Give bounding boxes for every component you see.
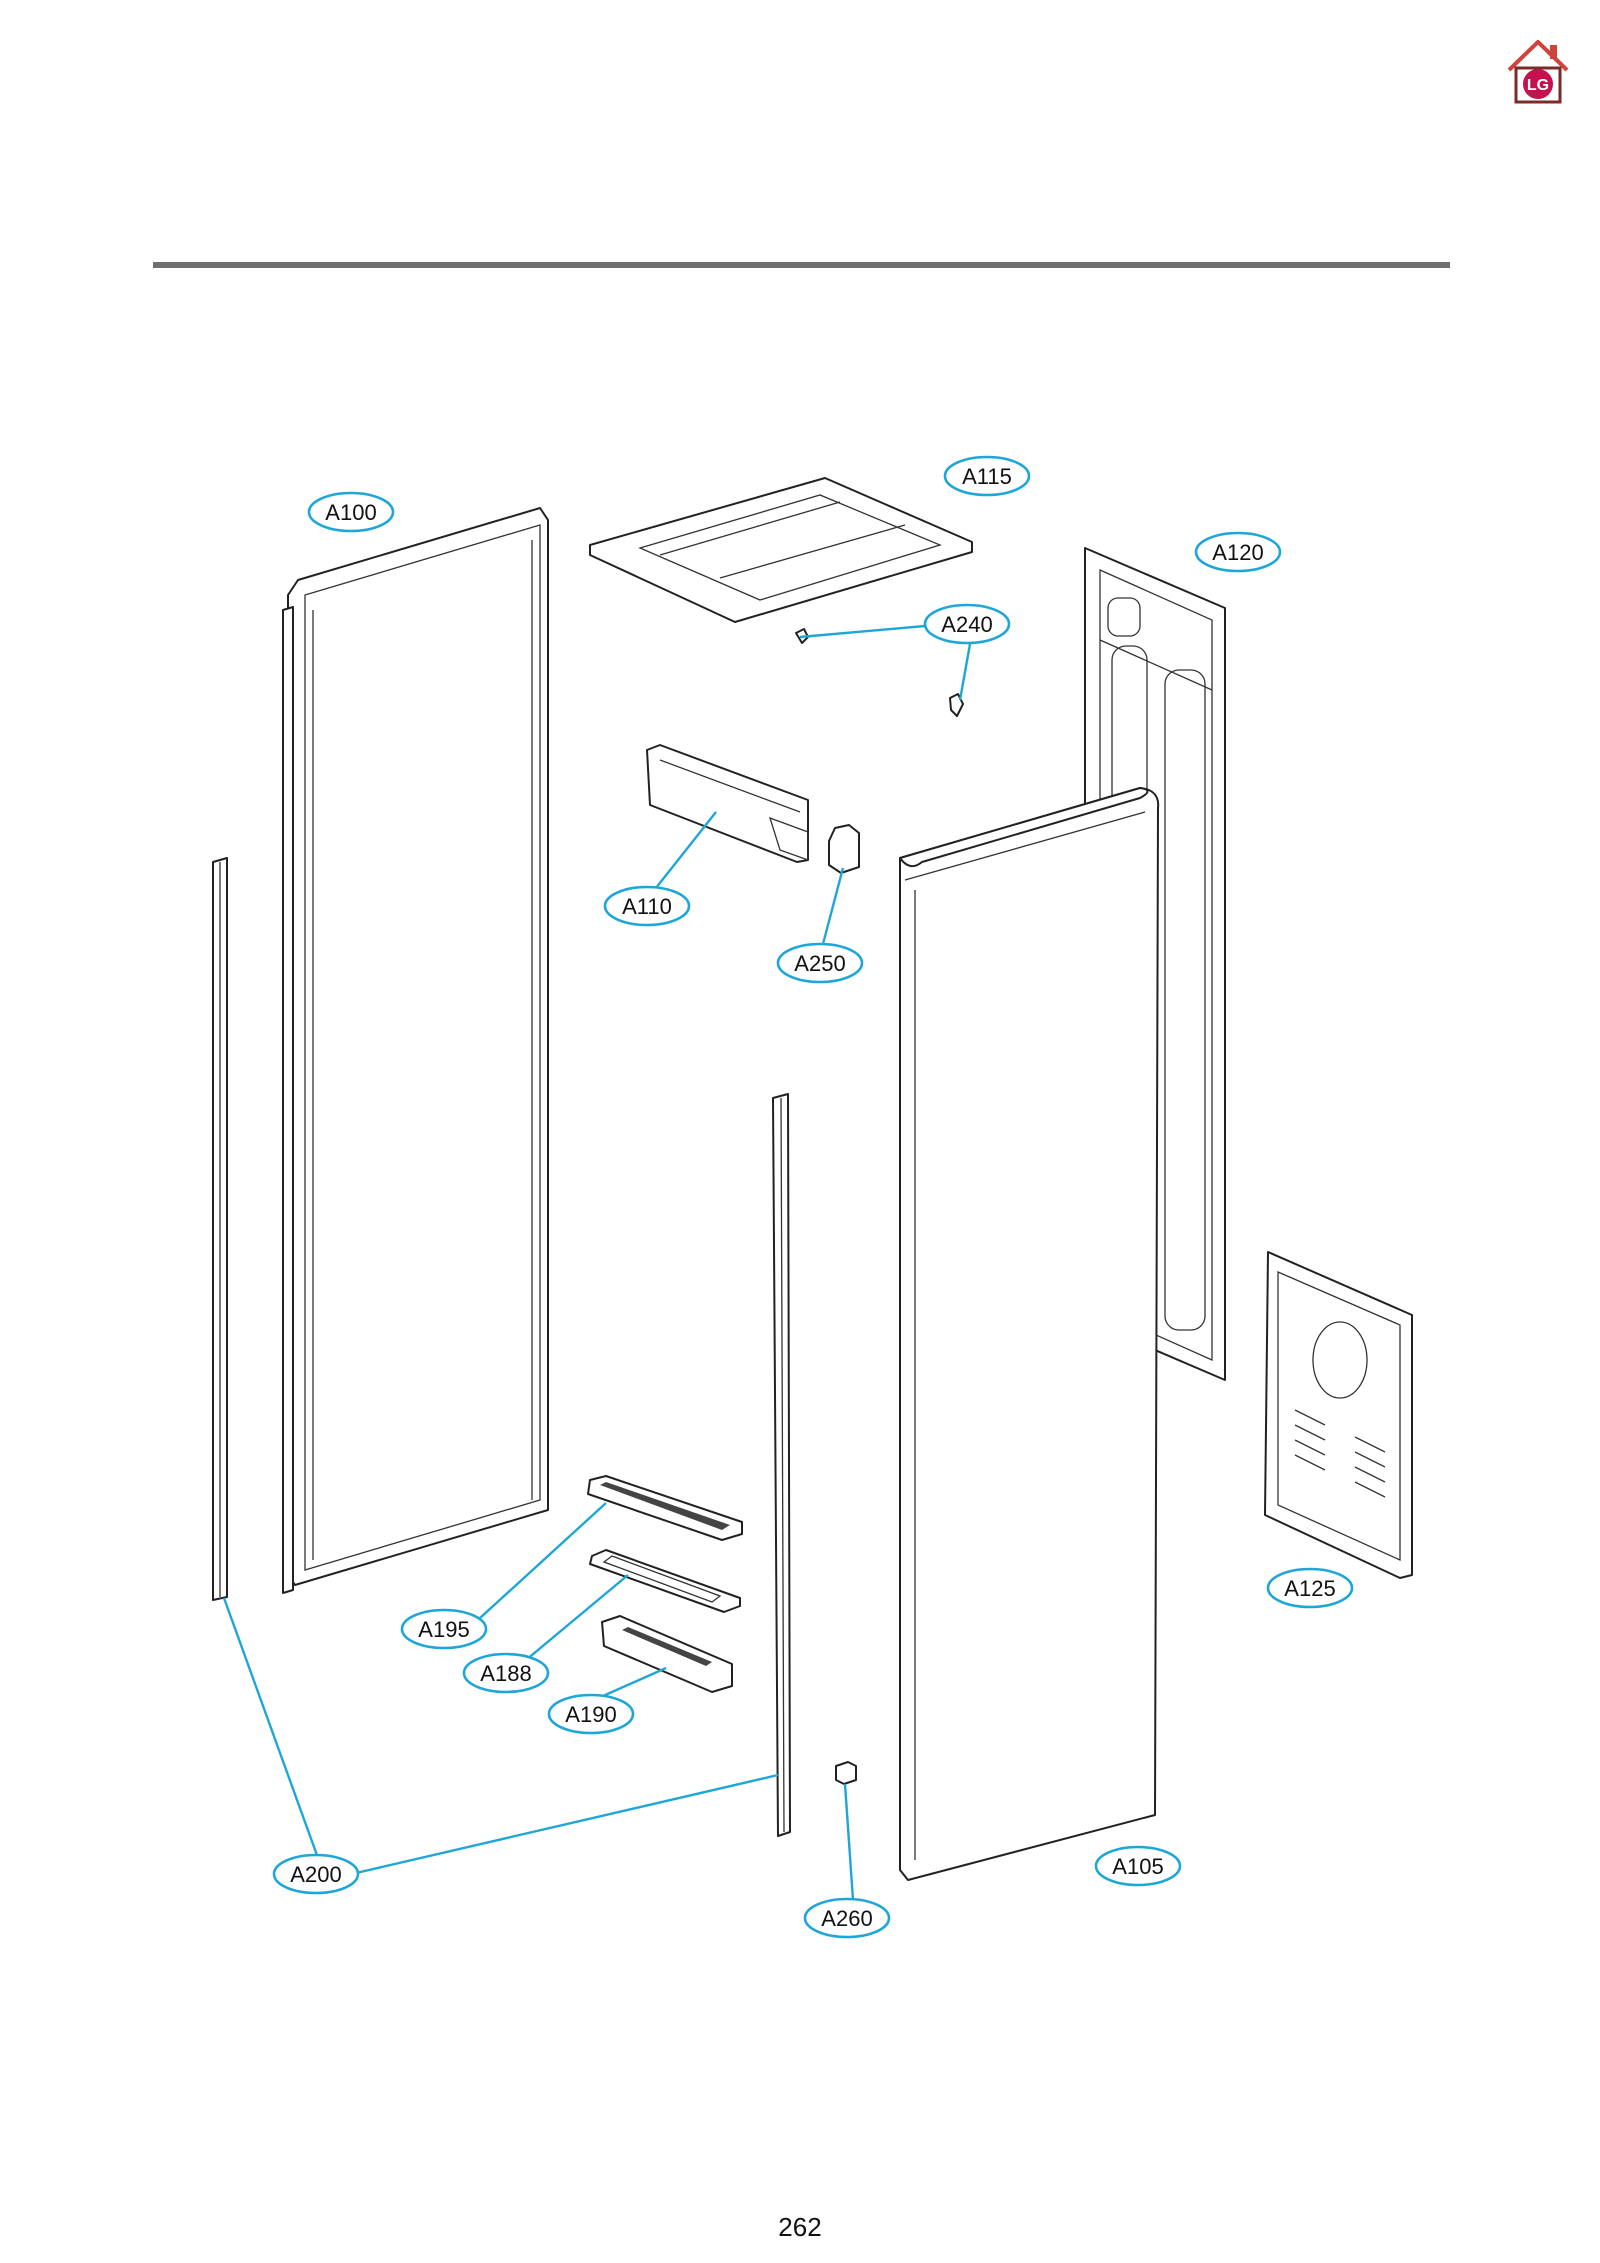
part-a240-clip xyxy=(795,628,964,717)
leader-a240-b xyxy=(958,643,972,701)
leader-a200-a xyxy=(222,1597,320,1859)
callout-label: A190 xyxy=(565,1702,616,1727)
callout-label: A125 xyxy=(1284,1576,1335,1601)
leader-a110 xyxy=(651,811,717,894)
part-a200-middle-strip xyxy=(772,1093,791,1837)
part-a195-grille xyxy=(587,1475,743,1541)
lg-logo-text: LG xyxy=(1527,77,1549,94)
callout-label: A250 xyxy=(794,951,845,976)
leader-a240-a xyxy=(799,624,926,639)
callout-a125: A125 xyxy=(1266,1567,1354,1609)
callout-a195: A195 xyxy=(400,1608,488,1650)
leader-a260 xyxy=(843,1783,855,1901)
part-a260-clip xyxy=(835,1761,857,1785)
callout-label: A100 xyxy=(325,500,376,525)
callout-a188: A188 xyxy=(462,1652,550,1694)
callout-a110: A110 xyxy=(603,885,691,927)
page-number: 262 xyxy=(778,2212,822,2242)
leader-a188 xyxy=(525,1574,629,1661)
part-a250-cap xyxy=(828,824,860,874)
callout-a240: A240 xyxy=(923,603,1011,645)
lg-home-logo-icon: LG xyxy=(1507,40,1569,104)
leader-a190 xyxy=(593,1666,667,1702)
part-a110-bracket xyxy=(646,744,809,863)
callout-label: A115 xyxy=(962,464,1012,489)
part-a100-side-panel xyxy=(282,507,549,1594)
callout-label: A188 xyxy=(480,1661,531,1686)
callout-label: A240 xyxy=(941,612,992,637)
callout-label: A105 xyxy=(1112,1854,1163,1879)
callout-label: A195 xyxy=(418,1617,469,1642)
callout-a105: A105 xyxy=(1094,1845,1182,1887)
part-a105-door-panel xyxy=(899,787,1160,1881)
callout-label: A120 xyxy=(1212,540,1263,565)
callout-a100: A100 xyxy=(307,491,395,533)
callout-a115: A115 xyxy=(943,455,1031,497)
callout-label: A110 xyxy=(622,894,672,919)
part-a190-base xyxy=(601,1615,733,1693)
leader-a250 xyxy=(821,867,845,945)
callout-a190: A190 xyxy=(547,1693,635,1735)
callout-a260: A260 xyxy=(803,1897,891,1939)
header-rule xyxy=(153,262,1450,268)
callout-a250: A250 xyxy=(776,942,864,984)
part-a188-tray xyxy=(589,1549,741,1613)
leader-lines xyxy=(222,624,972,1901)
part-a125-rear-cover xyxy=(1264,1251,1413,1579)
part-a115-top-panel xyxy=(589,477,973,623)
callout-a120: A120 xyxy=(1194,531,1282,573)
callout-label: A260 xyxy=(821,1906,872,1931)
leader-a195 xyxy=(479,1502,607,1619)
callout-label: A200 xyxy=(290,1862,341,1887)
callout-a200: A200 xyxy=(272,1853,360,1895)
leader-a200-b xyxy=(355,1773,779,1875)
part-a200-trim-strip xyxy=(212,857,228,1601)
